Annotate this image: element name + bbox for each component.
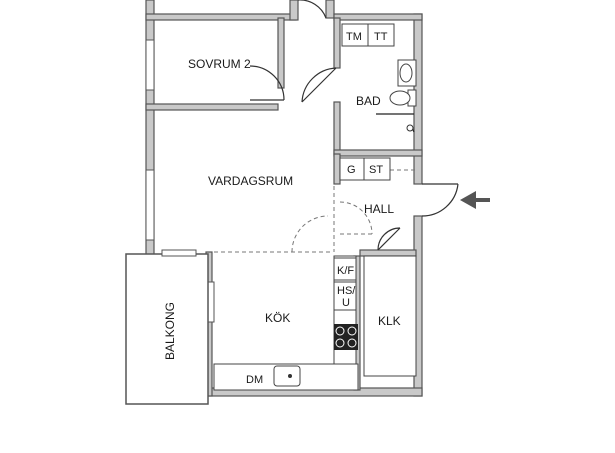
fixtures <box>333 23 395 311</box>
fixture-label-u: U <box>342 297 350 309</box>
fixture-label-g: G <box>347 164 356 176</box>
room-label-balkong: BALKONG <box>163 302 177 360</box>
fixture-label-kf: K/F <box>337 265 354 277</box>
drain-icon <box>406 124 414 132</box>
entrance-arrow-icon <box>460 191 490 209</box>
room-label-vardagsrum: VARDAGSRUM <box>208 174 293 188</box>
stove-icon <box>334 324 358 350</box>
fixture-label-tt: TT <box>374 31 388 43</box>
room-label-sovrum2: SOVRUM 2 <box>188 57 251 71</box>
fixture-label-tm: TM <box>346 31 362 43</box>
room-label-hall: HALL <box>364 202 394 216</box>
fixture-label-hs: HS/ <box>337 285 356 297</box>
washbasin-icon <box>397 59 417 87</box>
room-label-kok: KÖK <box>265 311 290 325</box>
doors <box>249 0 459 251</box>
fixture-label-st: ST <box>369 164 383 176</box>
toilet-icon <box>389 89 417 107</box>
balcony <box>125 249 209 405</box>
fixture-label-dm: DM <box>246 374 263 386</box>
klk-closet <box>363 255 417 377</box>
room-label-bad: BAD <box>356 94 381 108</box>
sink-icon <box>273 365 301 387</box>
room-label-klk: KLK <box>378 314 401 328</box>
